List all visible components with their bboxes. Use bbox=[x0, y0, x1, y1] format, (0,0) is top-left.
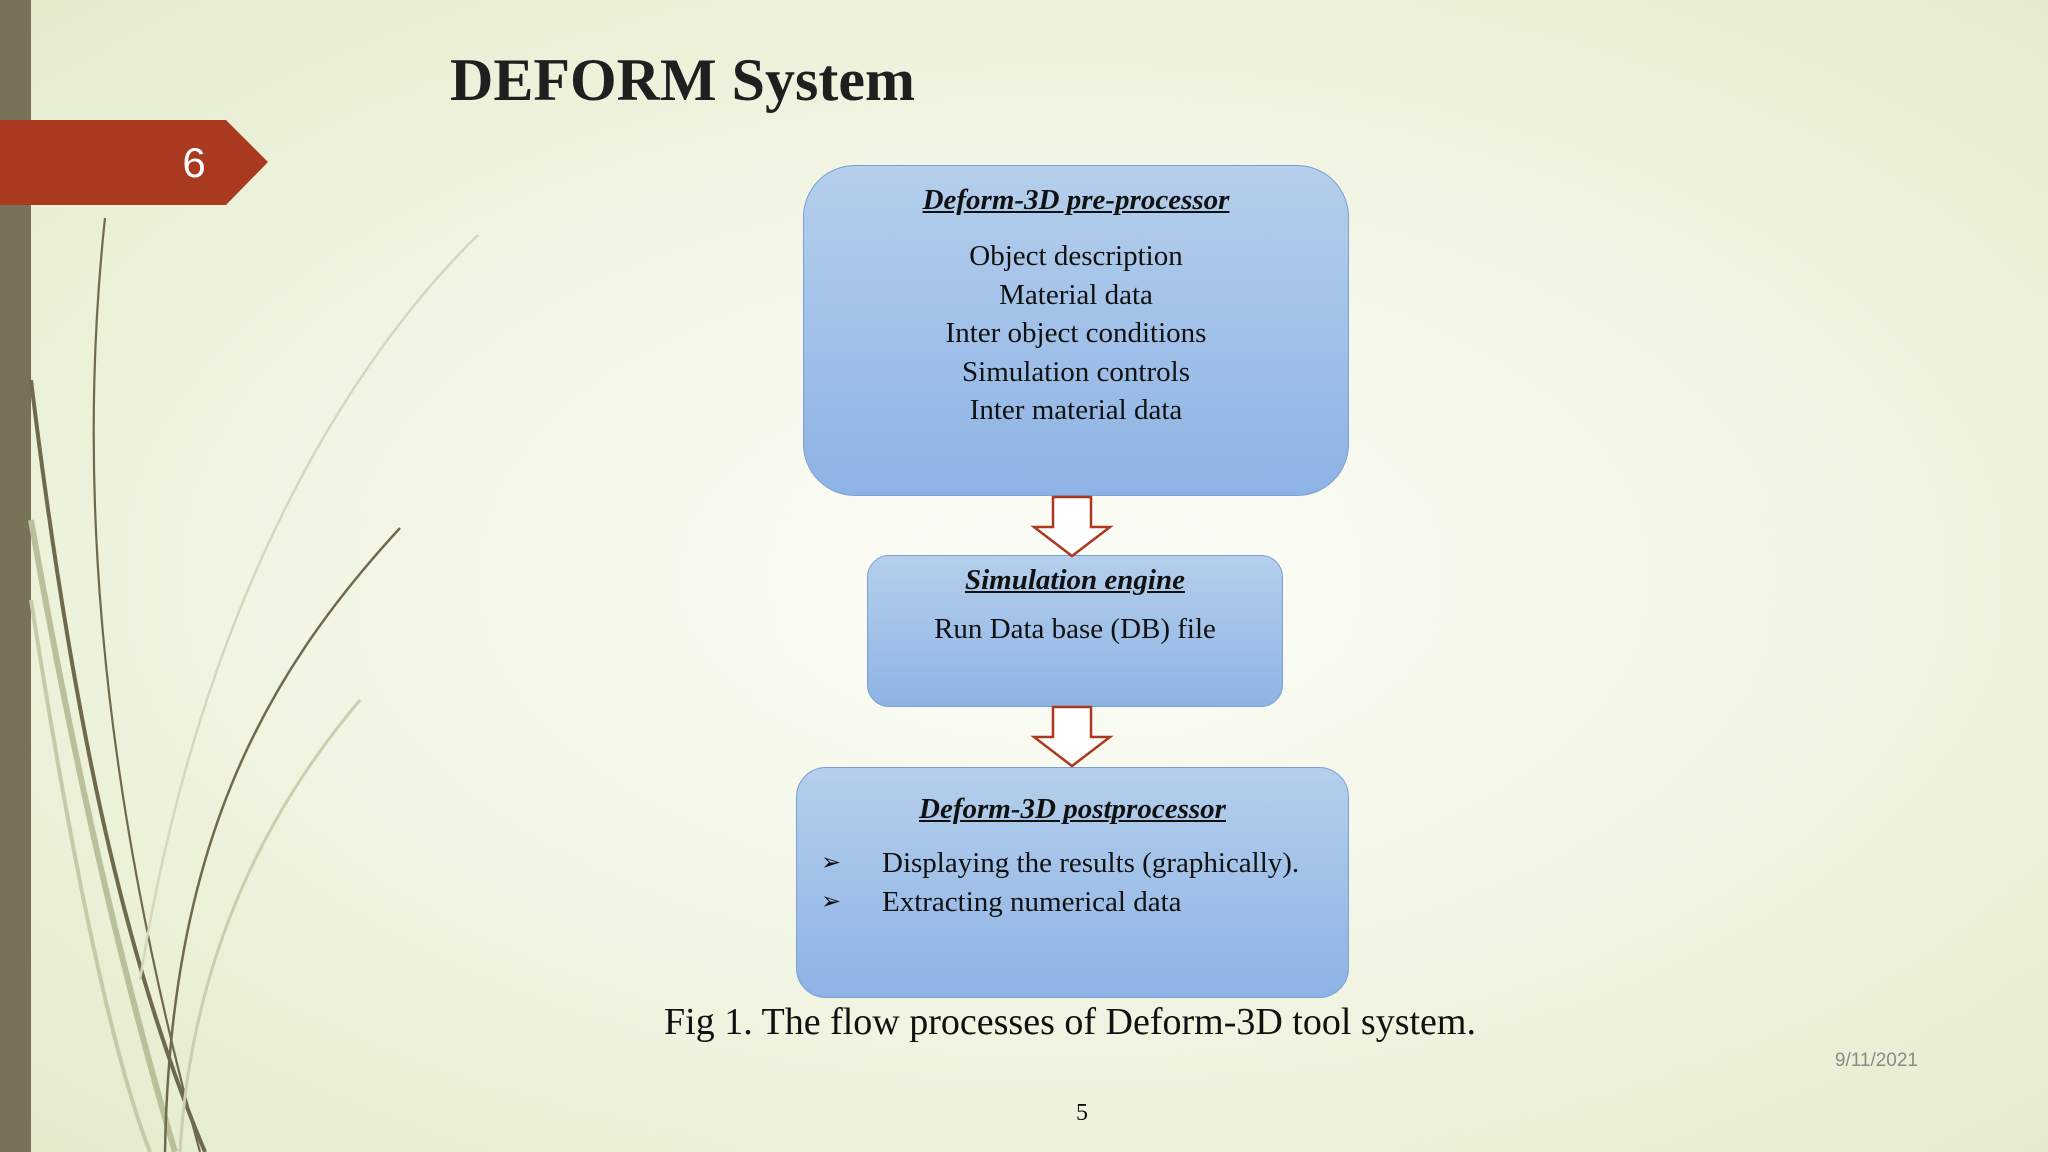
pre-processor-title: Deform-3D pre-processor bbox=[922, 184, 1230, 216]
simulation-engine-title: Simulation engine bbox=[965, 564, 1185, 596]
pre-processor-box: Deform-3D pre-processor Object descripti… bbox=[803, 165, 1349, 496]
pre-processor-item: Inter material data bbox=[969, 394, 1183, 426]
post-processor-item: Displaying the results (graphically). bbox=[797, 844, 1348, 883]
down-arrow-icon bbox=[1030, 705, 1114, 768]
simulation-engine-box: Simulation engine Run Data base (DB) fil… bbox=[867, 555, 1283, 707]
figure-caption: Fig 1. The flow processes of Deform-3D t… bbox=[664, 1001, 1476, 1043]
post-processor-title: Deform-3D postprocessor bbox=[919, 793, 1226, 825]
decorative-curves bbox=[28, 217, 479, 1152]
down-arrow-icon bbox=[1030, 495, 1114, 558]
pre-processor-item: Inter object conditions bbox=[945, 317, 1207, 349]
slide-number: 6 bbox=[182, 138, 206, 186]
post-processor-item: Extracting numerical data bbox=[797, 883, 1348, 922]
pre-processor-item: Simulation controls bbox=[962, 355, 1190, 388]
page-number: 5 bbox=[1076, 1100, 1088, 1126]
pre-processor-item: Material data bbox=[999, 278, 1153, 311]
slide-title: DEFORM System bbox=[450, 47, 915, 113]
post-processor-box: Deform-3D postprocessor Displaying the r… bbox=[796, 767, 1349, 998]
pre-processor-item: Object description bbox=[969, 240, 1183, 272]
slide-date: 9/11/2021 bbox=[1834, 1050, 1918, 1071]
simulation-engine-item: Run Data base (DB) file bbox=[934, 613, 1216, 645]
slide-number-tab-shape bbox=[0, 120, 268, 205]
